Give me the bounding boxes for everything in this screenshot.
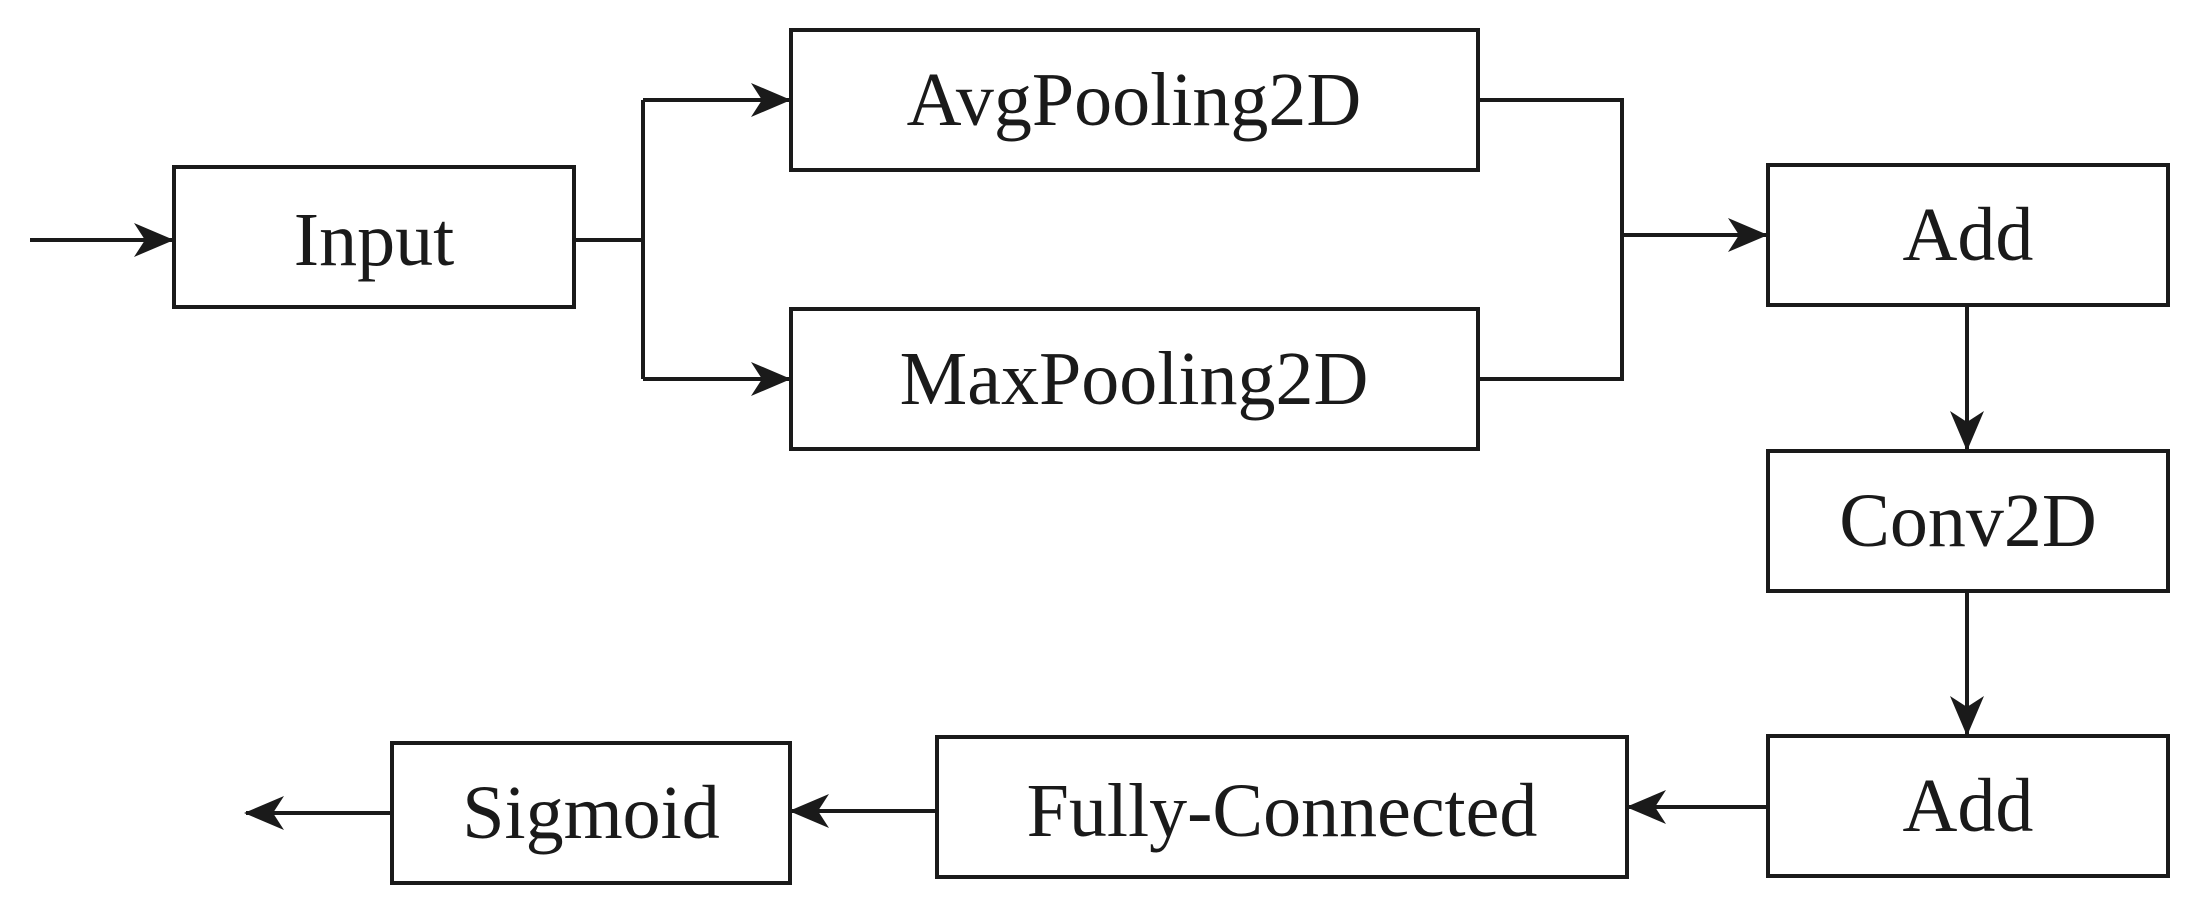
node-input-label: Input xyxy=(294,198,454,282)
node-conv2d: Conv2D xyxy=(1766,449,2170,593)
node-add-1-label: Add xyxy=(1903,193,2034,277)
node-add-1: Add xyxy=(1766,163,2170,307)
node-sigmoid-label: Sigmoid xyxy=(462,771,720,855)
node-avgpool-label: AvgPooling2D xyxy=(907,58,1362,142)
node-input-box xyxy=(172,165,576,309)
node-fully-connected-label: Fully-Connected xyxy=(1027,769,1538,853)
node-avgpool-box xyxy=(789,28,1480,172)
connectors xyxy=(30,83,1984,830)
line-avgpool-to-merge xyxy=(1478,98,1624,381)
node-conv2d-label: Conv2D xyxy=(1839,479,2097,563)
node-fully-connected-box xyxy=(935,735,1629,879)
node-maxpool-label: MaxPooling2D xyxy=(900,337,1369,421)
node-input: Input xyxy=(172,165,576,309)
node-maxpool: MaxPooling2D xyxy=(789,307,1480,451)
node-add-2: Add xyxy=(1766,734,2170,878)
node-conv2d-box xyxy=(1766,449,2170,593)
node-fully-connected: Fully-Connected xyxy=(935,735,1629,879)
node-add-2-label: Add xyxy=(1903,764,2034,848)
node-add-1-box xyxy=(1766,163,2170,307)
node-sigmoid-box xyxy=(390,741,792,885)
node-maxpool-box xyxy=(789,307,1480,451)
node-avgpool: AvgPooling2D xyxy=(789,28,1480,172)
node-add-2-box xyxy=(1766,734,2170,878)
node-sigmoid: Sigmoid xyxy=(390,741,792,885)
